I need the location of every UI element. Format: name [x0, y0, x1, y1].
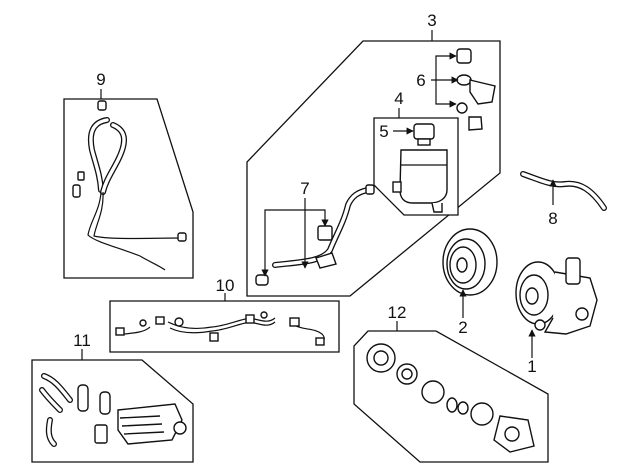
pump-1 [515, 257, 598, 335]
callout-3: 3 [427, 11, 436, 30]
callout-4: 4 [394, 89, 403, 108]
panel-3-reservoir-assembly [246, 40, 501, 297]
callout-6: 6 [416, 71, 425, 90]
callout-7: 7 [300, 179, 309, 198]
callout-5: 5 [379, 122, 388, 141]
callout-9: 9 [96, 70, 105, 89]
callout-2: 2 [458, 318, 467, 337]
pulley-2 [442, 228, 498, 296]
panel-10-lines [109, 300, 340, 353]
panel-11-gear-components [31, 359, 194, 463]
callout-1: 1 [527, 357, 536, 376]
callout-11: 11 [73, 331, 91, 350]
panel-12-seal-kit [353, 330, 549, 463]
panel-9-hose-assembly [63, 98, 194, 279]
callout-8: 8 [548, 209, 557, 228]
leader-lines [81, 30, 557, 360]
callout-12: 12 [388, 303, 407, 322]
callout-10: 10 [216, 276, 235, 295]
hose-8 [520, 171, 607, 211]
